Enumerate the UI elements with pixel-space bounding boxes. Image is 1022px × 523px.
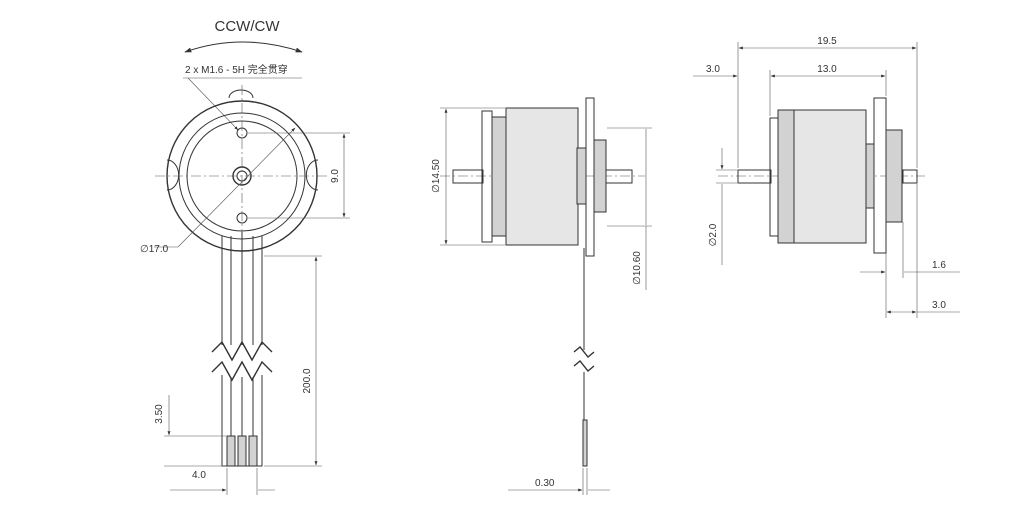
- lead-break-bottom: [211, 360, 273, 382]
- right-body: [793, 109, 867, 244]
- flange-diameter-label: ∅10.60: [632, 251, 643, 285]
- side-shaft-left: [452, 169, 484, 184]
- terminal-pad-2: [237, 435, 247, 467]
- right-front-hub: [865, 143, 875, 209]
- shaft-extension-label: 3.0: [932, 300, 946, 311]
- side-body: [505, 107, 579, 246]
- terminal-width-label: 4.0: [192, 470, 206, 481]
- right-tab: [305, 159, 319, 191]
- outer-diameter-label: ∅17.0: [140, 244, 169, 255]
- side-rear-collar: [491, 116, 507, 237]
- right-shaft-right: [902, 169, 918, 184]
- terminal-pad-3: [248, 435, 258, 467]
- lead-length-label: 200.0: [302, 368, 313, 393]
- top-tab: [228, 89, 254, 99]
- rotation-label: CCW/CW: [215, 18, 281, 35]
- body-length-label: 13.0: [817, 64, 837, 75]
- side-mount-plate: [585, 97, 595, 257]
- front-view: CCW/CW 2 x M1.6 - 5H 完全贯穿 ∅17.0 9.0: [140, 18, 350, 495]
- side-front-hub: [576, 147, 587, 205]
- thread-leader: [187, 77, 239, 131]
- thread-note: 2 x M1.6 - 5H 完全贯穿: [185, 63, 288, 76]
- side-view: ∅14.50 ∅10.60 0.30: [431, 97, 652, 495]
- right-shaft-left: [737, 169, 772, 184]
- lead-thickness-label: 0.30: [535, 478, 555, 489]
- terminal-pitch-label: 3.50: [154, 404, 165, 424]
- right-rear-collar: [777, 109, 795, 244]
- side-terminal: [582, 419, 588, 467]
- shaft-offset-label: 3.0: [706, 64, 720, 75]
- diameter-leader: [177, 127, 296, 248]
- total-length-label: 19.5: [817, 36, 837, 47]
- hole-spacing-label: 9.0: [330, 169, 341, 183]
- right-front-collar: [885, 129, 903, 223]
- side-lead-break-bottom: [573, 360, 595, 372]
- body-diameter-label: ∅14.50: [431, 159, 442, 193]
- lead-break-top: [211, 340, 273, 362]
- flange-thickness-label: 1.6: [932, 260, 946, 271]
- side-lead-break-top: [573, 346, 595, 358]
- right-mount-plate: [873, 97, 887, 254]
- left-tab: [166, 159, 180, 191]
- terminal-pad-1: [226, 435, 236, 467]
- right-view: 19.5 13.0 3.0 ∅2.0 1.6 3.0: [693, 36, 960, 318]
- shaft-diameter-label: ∅2.0: [708, 223, 719, 246]
- rotation-arrow: [184, 41, 303, 53]
- side-front-collar: [593, 139, 607, 213]
- side-shaft-right: [605, 169, 633, 184]
